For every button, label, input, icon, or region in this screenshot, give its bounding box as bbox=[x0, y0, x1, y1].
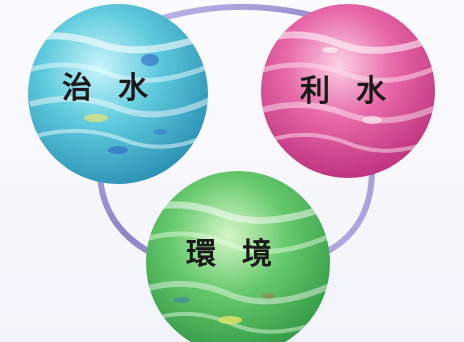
flood-control-circle bbox=[28, 4, 208, 184]
flood-control-char-1: 治 bbox=[62, 71, 92, 106]
environment-char-2: 境 bbox=[242, 237, 272, 272]
flood-control-label: 治水 bbox=[62, 74, 148, 104]
water-use-char-2: 水 bbox=[356, 74, 386, 109]
water-use-circle bbox=[261, 4, 435, 178]
flood-control-char-2: 水 bbox=[118, 71, 148, 106]
water-use-char-1: 利 bbox=[300, 74, 330, 109]
water-use-label: 利水 bbox=[300, 77, 386, 107]
environment-label: 環境 bbox=[186, 240, 272, 270]
environment-char-1: 環 bbox=[186, 237, 216, 272]
